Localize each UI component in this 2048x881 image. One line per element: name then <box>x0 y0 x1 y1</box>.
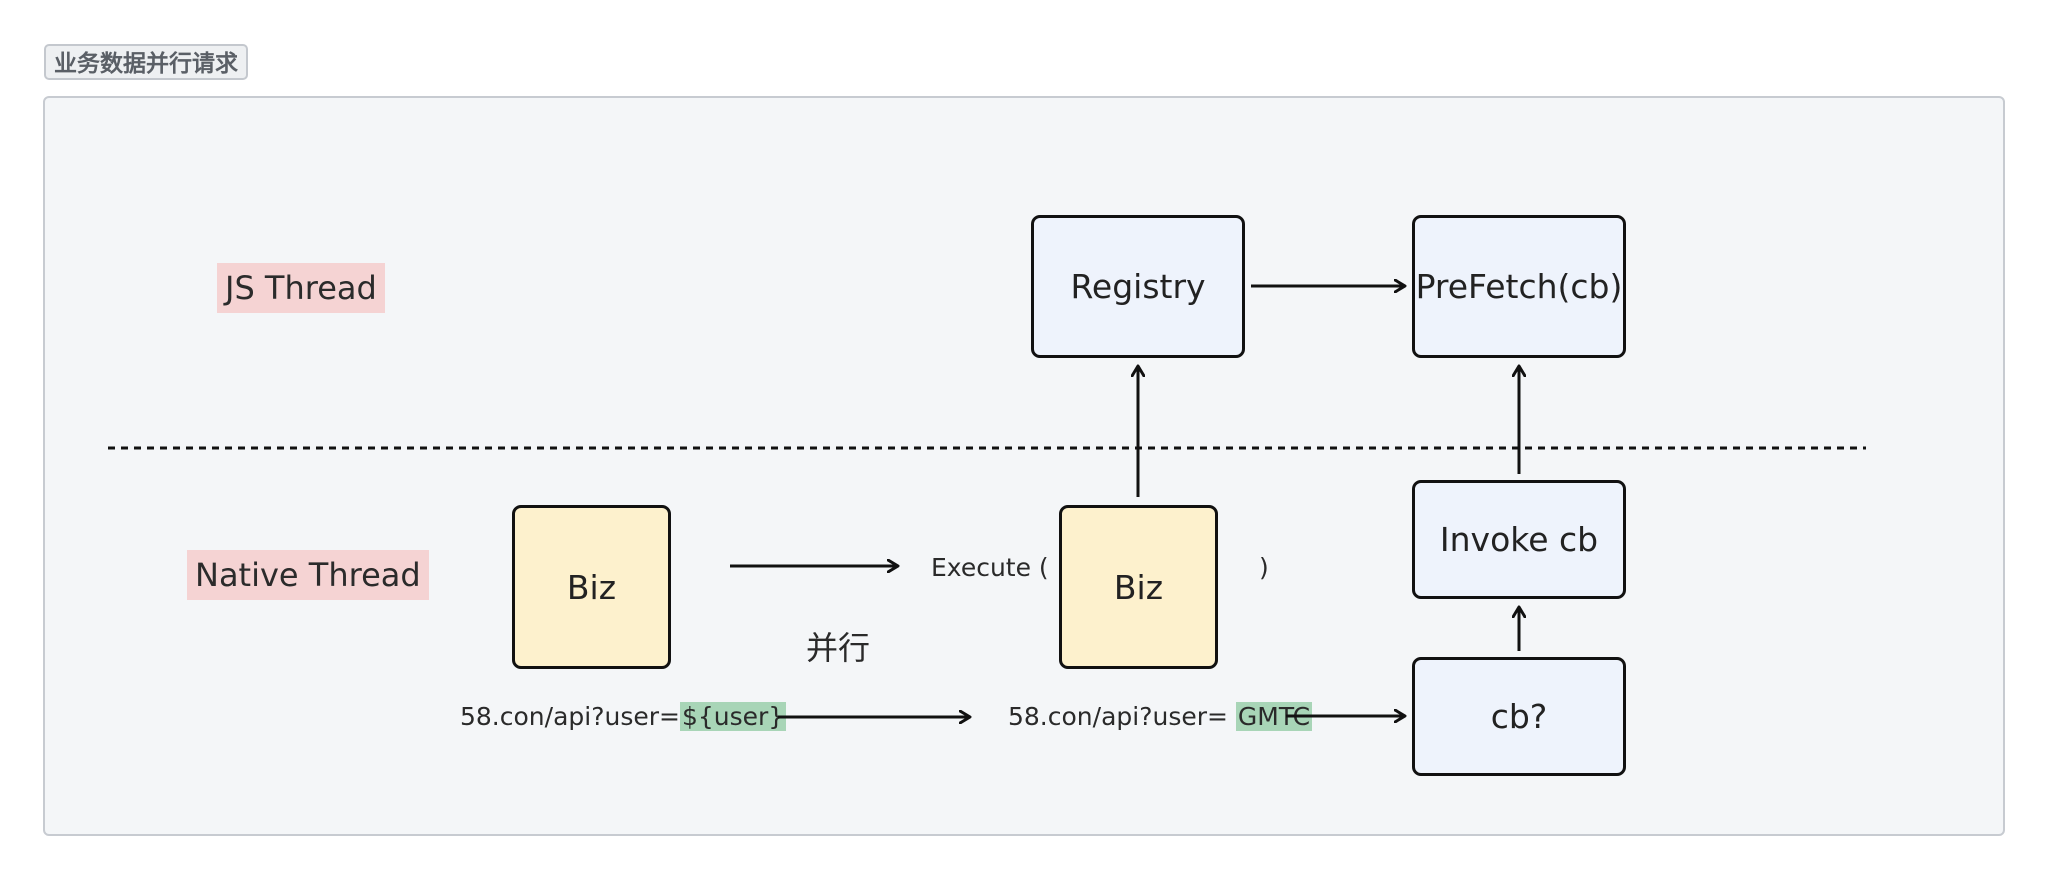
invoke-cb-label: Invoke cb <box>1439 520 1599 559</box>
biz-box-left: Biz <box>512 505 671 669</box>
url-left-param: ${user} <box>679 702 787 731</box>
url-right-prefix: 58.con/api?user= <box>1008 702 1236 731</box>
registry-box: Registry <box>1031 215 1245 358</box>
parallel-text: 并行 <box>806 629 871 667</box>
registry-label: Registry <box>1070 267 1206 306</box>
cb-label: cb? <box>1490 697 1548 736</box>
url-left: 58.con/api?user=${user} <box>460 699 787 735</box>
diagram-title: 业务数据并行请求 <box>44 44 248 80</box>
url-left-prefix: 58.con/api?user= <box>460 702 680 731</box>
cb-box: cb? <box>1412 657 1626 776</box>
invoke-cb-box: Invoke cb <box>1412 480 1626 599</box>
prefetch-label: PreFetch(cb) <box>1415 267 1623 306</box>
biz-left-label: Biz <box>566 567 617 607</box>
url-right: 58.con/api?user= GMTC <box>1008 699 1313 735</box>
execute-open-text: Execute ( <box>931 553 1049 582</box>
prefetch-box: PreFetch(cb) <box>1412 215 1626 358</box>
execute-close-text: ) <box>1259 553 1269 582</box>
url-right-param: GMTC <box>1235 702 1313 731</box>
native-thread-label: Native Thread <box>187 550 429 600</box>
diagram-canvas <box>43 96 2005 836</box>
js-thread-label: JS Thread <box>217 263 385 313</box>
biz-box-right: Biz <box>1059 505 1218 669</box>
biz-right-label: Biz <box>1113 567 1164 607</box>
